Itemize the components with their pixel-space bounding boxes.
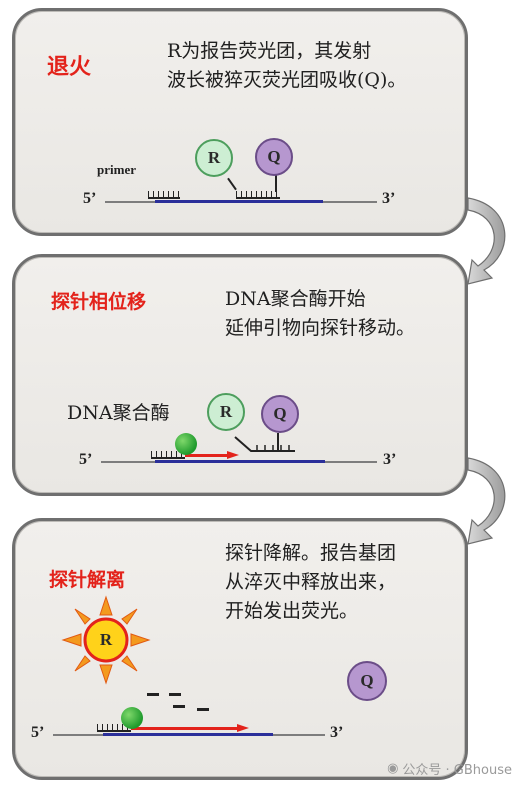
target-region: [103, 733, 273, 736]
primer-label: primer: [97, 162, 136, 177]
three-prime-end: 3’: [383, 451, 397, 468]
panel-title: 探针相位移: [51, 291, 147, 313]
panel-title: 退火: [47, 55, 92, 80]
panel-title: 探针解离: [49, 569, 126, 591]
three-prime-end: 3’: [330, 724, 344, 741]
quencher-icon: Q: [261, 395, 299, 433]
probe-strand: [236, 191, 280, 199]
watermark: ◉ 公众号 · GBhouse: [387, 759, 512, 778]
curved-arrow-icon: [467, 457, 506, 545]
target-region: [155, 460, 325, 463]
panel-description-line2: 波长被猝灭荧光团吸收(Q)。: [167, 69, 407, 91]
extension-arrow: [131, 727, 239, 730]
quencher-linker: [275, 174, 277, 192]
probe-fragment: [197, 708, 209, 711]
panel-description-line3: 开始发出荧光。: [225, 600, 359, 622]
reporter-fluorophore-icon: R: [207, 393, 245, 431]
five-prime-end: 5’: [79, 451, 93, 468]
target-region: [155, 200, 323, 203]
three-prime-end: 3’: [382, 190, 396, 207]
quencher-icon: Q: [347, 661, 387, 701]
polymerase-icon: [121, 707, 143, 729]
arrowhead-icon: [237, 724, 249, 732]
reporter-linker: [227, 177, 237, 191]
panel-description-line1: 探针降解。报告基团: [225, 542, 397, 564]
probe-fragment: [173, 705, 185, 708]
five-prime-end: 5’: [83, 190, 97, 207]
panel-annealing: 退火 R为报告荧光团，其发射 波长被猝灭荧光团吸收(Q)。 primer 5’ …: [12, 8, 468, 236]
probe-fragment: [147, 693, 159, 696]
polymerase-label: DNA聚合酶: [67, 402, 170, 424]
probe-strand-displaced: [234, 436, 295, 452]
extension-arrow: [185, 454, 229, 457]
panel-description-line2: 延伸引物向探针移动。: [225, 317, 416, 339]
curved-arrow-icon: [467, 197, 506, 285]
reporter-fluorophore-icon: R: [195, 139, 233, 177]
primer-strand: [97, 724, 131, 732]
primer-strand: [151, 451, 185, 459]
watermark-text: 公众号 · GBhouse: [402, 763, 512, 778]
quencher-linker: [277, 433, 279, 451]
panel-probe-dissociation: 探针解离 探针降解。报告基团 从淬灭中释放出来， 开始发出荧光。 R Q 5’ …: [12, 518, 468, 780]
panel-probe-displacement: 探针相位移 DNA聚合酶开始 延伸引物向探针移动。 DNA聚合酶 5’ 3’ R…: [12, 254, 468, 496]
panel-description-line2: 从淬灭中释放出来，: [225, 571, 397, 593]
five-prime-end: 5’: [31, 724, 45, 741]
wechat-icon: ◉: [387, 761, 399, 776]
reporter-fluorophore-icon: R: [99, 630, 113, 649]
panel-description-line1: R为报告荧光团，其发射: [167, 40, 372, 62]
primer-strand: [148, 191, 180, 199]
fluorescence-burst-icon: [61, 595, 151, 685]
quencher-icon: Q: [255, 138, 293, 176]
arrowhead-icon: [227, 451, 239, 459]
panel-description-line1: DNA聚合酶开始: [225, 288, 366, 310]
probe-fragment: [169, 693, 181, 696]
polymerase-icon: [175, 433, 197, 455]
